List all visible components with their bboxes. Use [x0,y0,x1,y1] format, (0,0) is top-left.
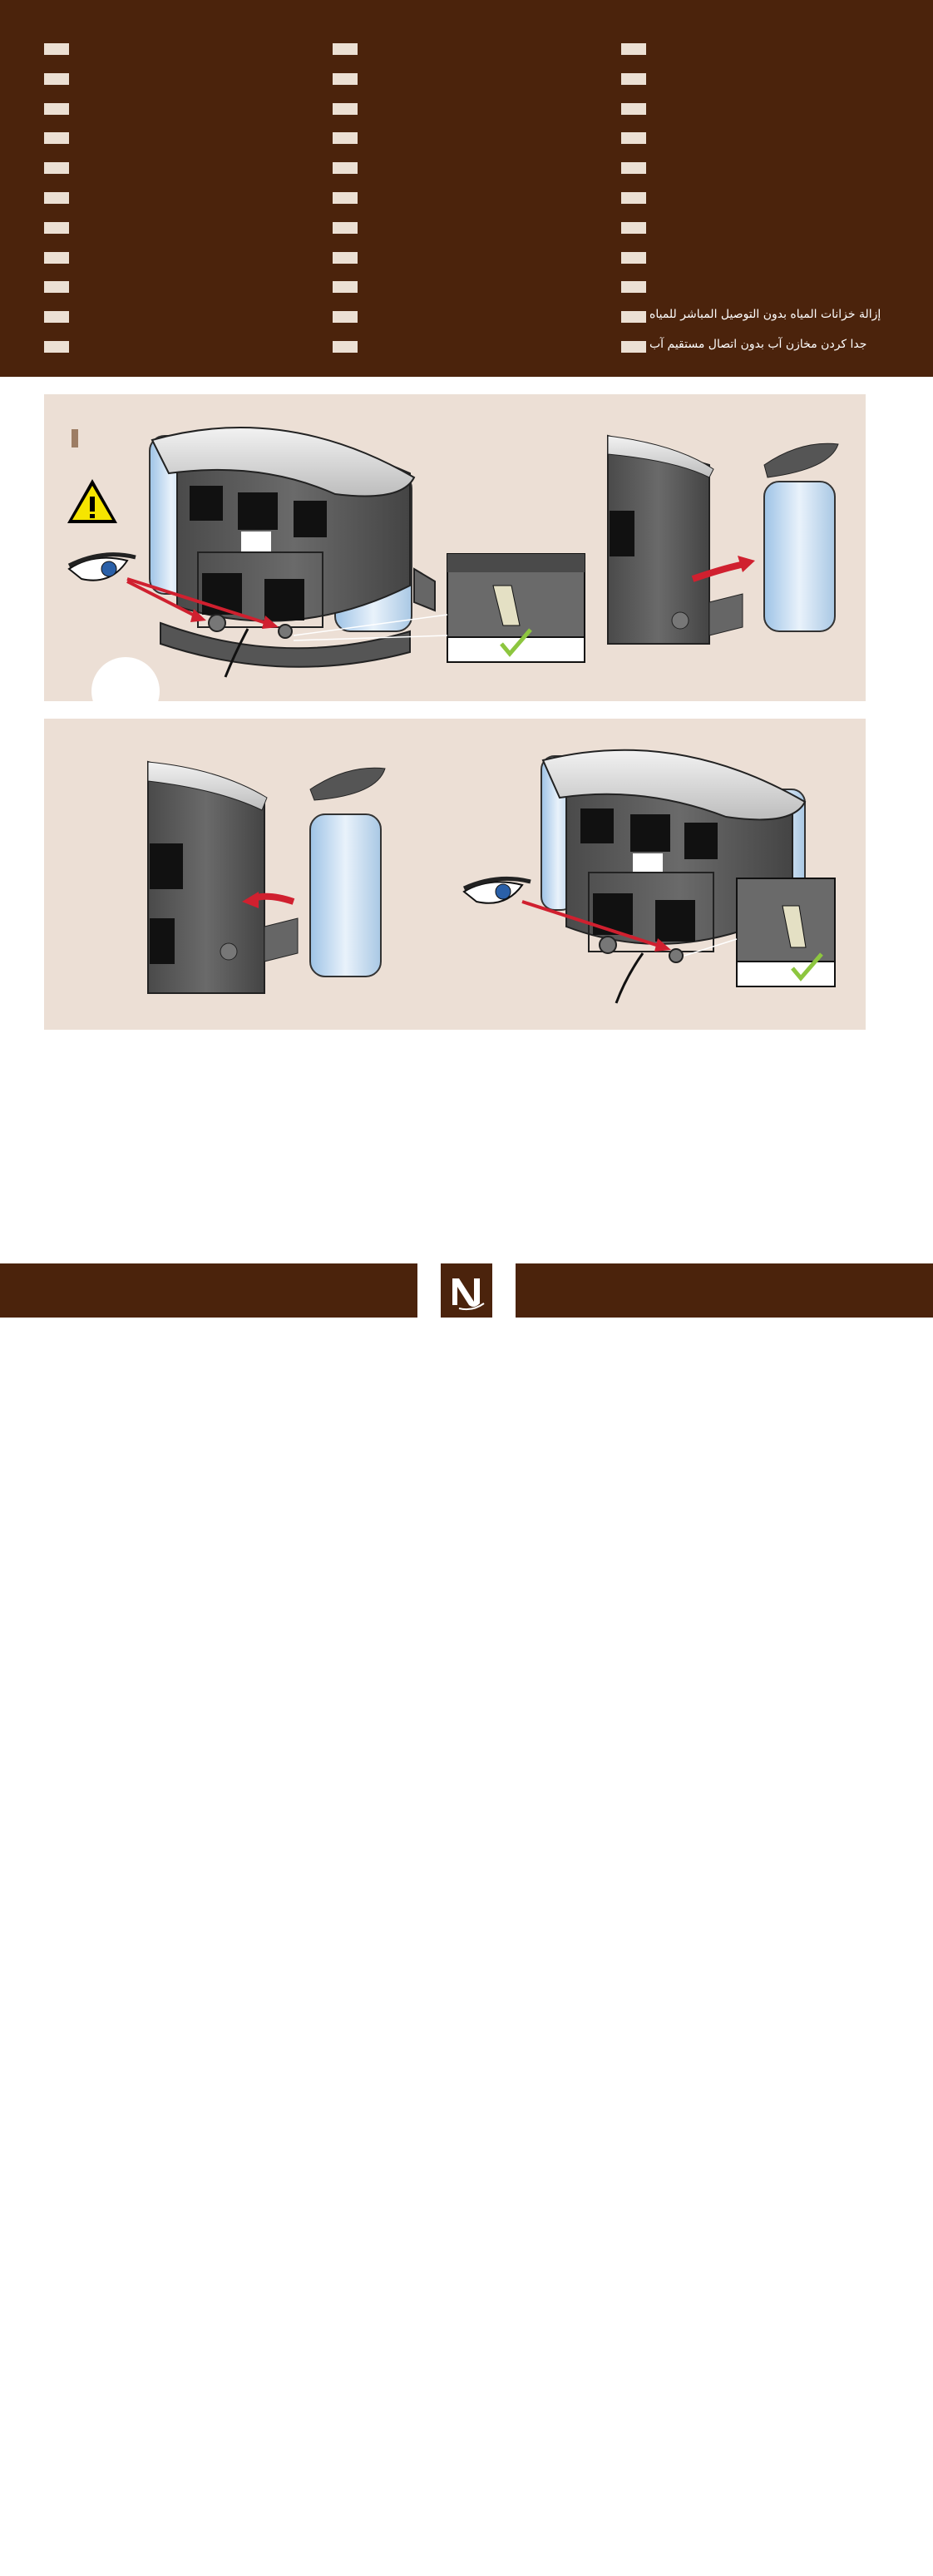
list-item [333,159,632,189]
language-swatch [44,340,69,353]
language-swatch [333,221,358,234]
machine-side-tank-insert [147,760,386,994]
language-swatch [333,340,358,353]
list-item [333,40,632,70]
list-item [621,189,921,219]
list-item [621,278,921,308]
header-band: إزالة خزانات المياه بدون التوصيل المباشر… [0,0,933,377]
list-item [333,129,632,159]
list-item [44,219,343,249]
language-swatch [44,281,69,294]
list-item [333,100,632,130]
language-swatch [333,102,358,115]
list-item [44,129,343,159]
list-item [333,70,632,100]
checkmark-icon [500,628,532,657]
illustration-panel-step-2 [44,719,866,1030]
language-swatch [44,132,69,145]
footer-band-left [0,1263,417,2576]
language-swatch [333,72,358,85]
language-swatch [44,191,69,204]
language-swatch [44,221,69,234]
list-item [333,249,632,279]
language-swatch [333,43,358,55]
list-item [44,338,343,368]
list-item [621,70,921,100]
list-item [333,338,632,368]
list-item [621,219,921,249]
zoom-inset-valve-open [293,553,585,663]
language-swatch [44,43,69,55]
language-swatch [621,132,646,145]
list-item [44,249,343,279]
language-swatch [333,251,358,264]
language-swatch [44,102,69,115]
list-item [44,100,343,130]
list-item [333,189,632,219]
footer-bar [0,2558,308,2576]
checkmark-icon [791,952,823,981]
language-swatch [621,221,646,234]
header-column-1 [44,40,343,368]
arrow-icon [521,900,671,952]
list-item [44,159,343,189]
language-swatch [333,162,358,175]
list-item [44,40,343,70]
language-swatch [621,311,646,324]
list-item [333,219,632,249]
language-swatch [621,102,646,115]
list-item [621,249,921,279]
list-item [333,308,632,338]
eye-icon [462,876,531,904]
footer-logo-box [441,1263,492,1318]
language-swatch [333,281,358,294]
zoom-inset-valve-open [684,878,836,987]
list-item [621,129,921,159]
language-swatch [621,191,646,204]
language-swatch [621,281,646,294]
illustration-panel-step-1 [44,394,866,701]
illustration-reinstall [147,749,836,1004]
footer-band-right [516,1263,933,1318]
language-swatch [44,311,69,324]
language-swatch [44,251,69,264]
list-item [621,40,921,70]
list-item [621,100,921,130]
language-swatch [44,72,69,85]
step-marker [72,429,78,447]
nespresso-logo-icon [452,1278,485,1311]
arrow-icon [126,577,279,629]
machine-rear-illustration [149,427,436,678]
arrow-icon [691,556,755,582]
list-item [621,159,921,189]
list-item [44,278,343,308]
language-swatch [621,43,646,55]
language-swatch [621,251,646,264]
language-swatch [621,72,646,85]
language-swatch [44,162,69,175]
illustration-machine-back [67,427,839,678]
language-swatch [621,162,646,175]
language-swatch [333,132,358,145]
step-circle [91,657,160,725]
list-item: إزالة خزانات المياه بدون التوصيل المباشر… [621,308,921,338]
list-item [44,308,343,338]
list-item [44,189,343,219]
language-swatch [621,340,646,353]
header-column-3: إزالة خزانات المياه بدون التوصيل المباشر… [621,40,921,368]
list-item [44,70,343,100]
list-item [333,278,632,308]
machine-side-tank-removed [607,434,839,645]
header-column-2 [333,40,632,368]
eye-icon [67,552,136,581]
list-item: جدا كردن مخازن آب بدون اتصال مستقيم آب [621,338,921,368]
arrow-icon [242,892,295,908]
language-swatch [333,311,358,324]
warning-icon [67,479,117,523]
language-swatch [333,191,358,204]
